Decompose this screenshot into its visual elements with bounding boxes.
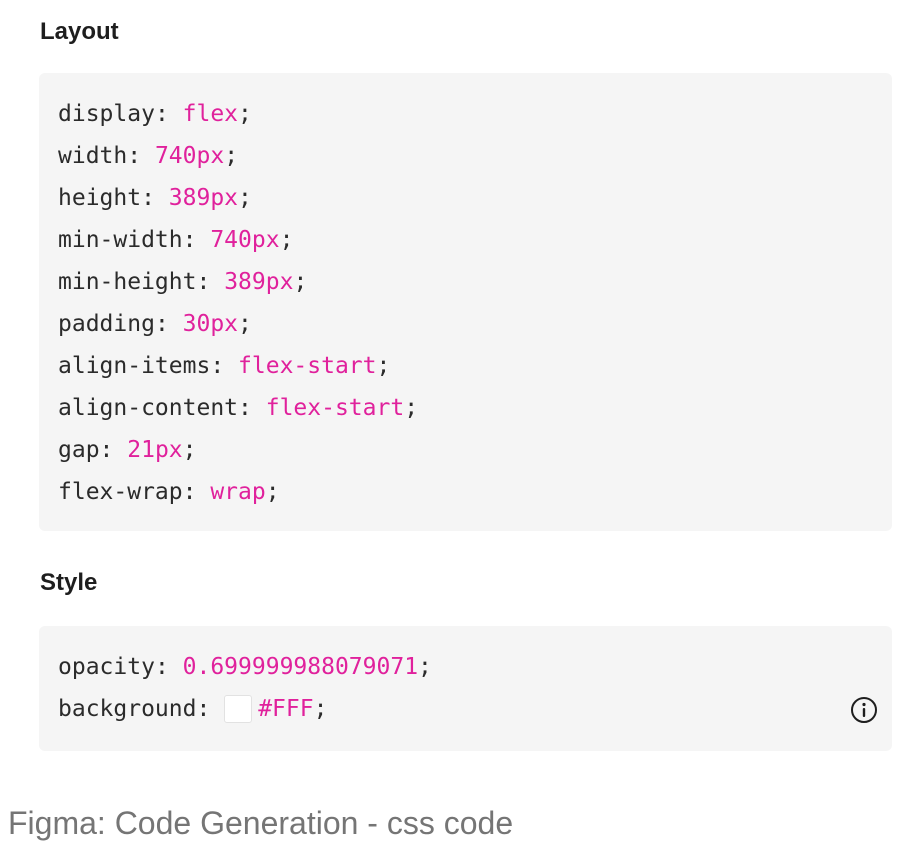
css-property: align-items	[58, 353, 211, 379]
layout-code-block[interactable]: display: flex; width: 740px; height: 389…	[39, 73, 892, 531]
code-line-height: height: 389px;	[58, 177, 892, 219]
css-property: width	[58, 143, 128, 169]
color-swatch[interactable]	[224, 695, 253, 723]
css-property: min-height	[58, 269, 197, 295]
code-line-width: width: 740px;	[58, 135, 892, 177]
css-property: opacity	[58, 654, 155, 680]
css-value: 389px	[168, 185, 239, 211]
code-line-padding: padding: 30px;	[58, 303, 892, 345]
code-line-min-height: min-height: 389px;	[58, 261, 892, 303]
css-property: padding	[58, 311, 155, 337]
code-line-opacity: opacity: 0.699999988079071;	[58, 646, 892, 688]
css-value: 30px	[182, 311, 239, 337]
css-property: align-content	[58, 395, 239, 421]
code-line-background: background: #FFF;	[58, 688, 892, 730]
css-value: 389px	[224, 269, 294, 295]
css-property: min-width	[58, 227, 183, 253]
css-value: #FFF	[258, 696, 314, 722]
css-value: flex	[182, 101, 239, 127]
css-property: height	[58, 185, 142, 211]
code-line-flex-wrap: flex-wrap: wrap;	[58, 471, 892, 513]
css-value: 0.699999988079071	[182, 654, 419, 680]
code-line-align-content: align-content: flex-start;	[58, 387, 892, 429]
figure-caption: Figma: Code Generation - css code	[8, 805, 514, 841]
style-section-title: Style	[40, 569, 98, 596]
css-value: 740px	[154, 143, 225, 169]
css-value: 740px	[210, 227, 280, 253]
code-line-min-width: min-width: 740px;	[58, 219, 892, 261]
code-line-display: display: flex;	[58, 93, 892, 135]
css-value: flex-start	[238, 353, 377, 379]
css-value: wrap	[210, 479, 266, 505]
css-value: 21px	[127, 437, 183, 463]
code-line-align-items: align-items: flex-start;	[58, 345, 892, 387]
style-code-block[interactable]: opacity: 0.699999988079071; background: …	[39, 626, 892, 751]
info-circle-icon[interactable]	[850, 696, 878, 724]
code-line-gap: gap: 21px;	[58, 429, 892, 471]
css-property: gap	[58, 437, 100, 463]
css-property: flex-wrap	[58, 479, 183, 505]
css-property: background	[58, 696, 197, 722]
layout-section-title: Layout	[40, 18, 119, 45]
css-value: flex-start	[265, 395, 405, 421]
css-property: display	[58, 101, 155, 127]
